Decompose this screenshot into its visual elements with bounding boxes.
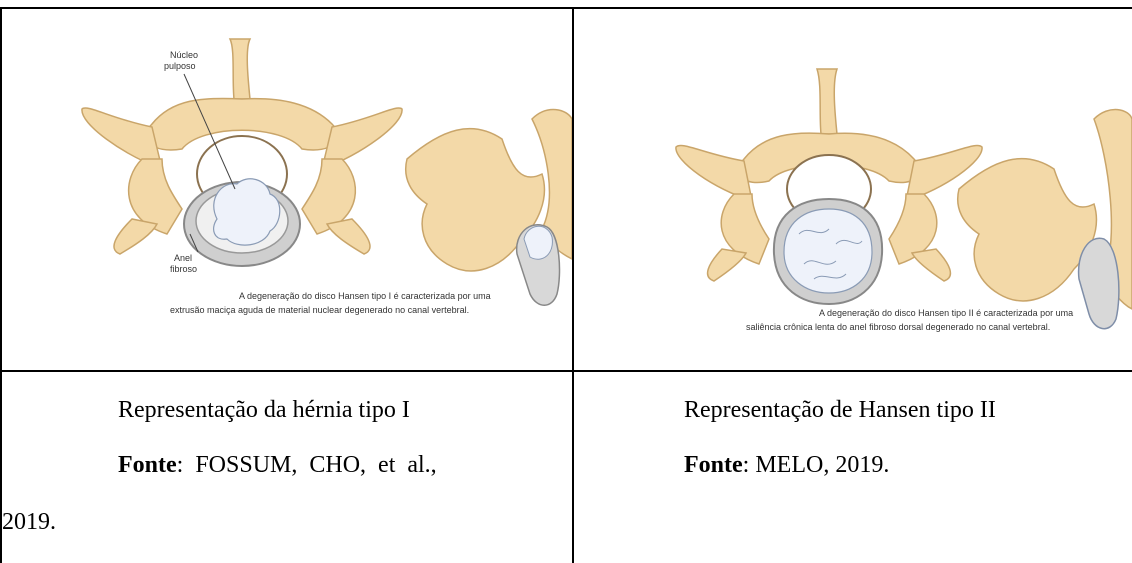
caption-title-left: Representação da hérnia tipo I (118, 396, 410, 424)
figure-caption-line1: A degeneração do disco Hansen tipo II é … (819, 308, 1073, 318)
figure-hansen-type-2: A degeneração do disco Hansen tipo II é … (574, 9, 1132, 370)
figure-caption-line2: extrusão maciça aguda de material nuclea… (170, 305, 469, 315)
source-year: 2019. (2, 509, 56, 535)
source-label: Fonte (684, 452, 743, 478)
source-year-left: 2019. (2, 508, 56, 536)
label-annulus-line2: fibroso (170, 264, 197, 274)
figure-caption-line2: saliência crônica lenta do anel fibroso … (746, 322, 1050, 332)
figure-caption-line1: A degeneração do disco Hansen tipo I é c… (239, 291, 491, 301)
caption-title-text: Representação da hérnia tipo I (118, 397, 410, 423)
label-nucleus-line2: pulposo (164, 61, 196, 71)
source-text: : FOSSUM, CHO, et al., (177, 452, 437, 478)
source-label: Fonte (118, 452, 177, 478)
source-line-right: Fonte: MELO, 2019. (684, 451, 889, 479)
caption-title-text: Representação de Hansen tipo II (684, 397, 996, 423)
source-line-left: Fonte: FOSSUM, CHO, et al., (118, 451, 437, 479)
figure-hansen-type-1: Núcleo pulposo Anel fibroso A degeneraçã… (2, 9, 572, 370)
label-nucleus-line1: Núcleo (170, 50, 198, 60)
table-divider-horizontal (0, 370, 1132, 372)
label-annulus-line1: Anel (174, 253, 192, 263)
source-text: : MELO, 2019. (743, 452, 890, 478)
caption-title-right: Representação de Hansen tipo II (684, 396, 996, 424)
